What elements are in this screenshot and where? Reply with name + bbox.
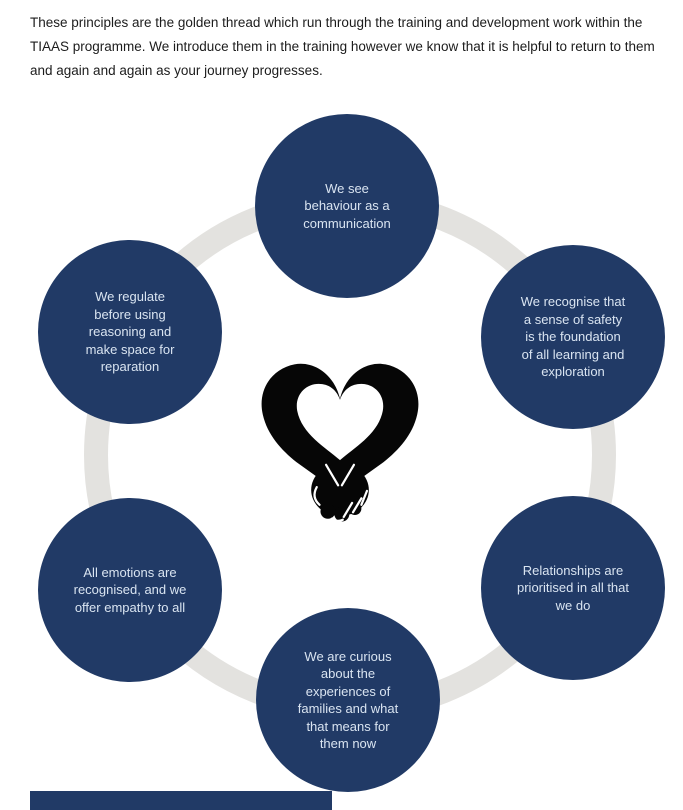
principle-label: We see behaviour as a communication: [303, 180, 391, 231]
heart-holding-hands-icon: [247, 340, 433, 532]
cropped-footer-bar: [30, 791, 332, 810]
principles-cycle-diagram: We see behaviour as a communication We r…: [0, 90, 683, 792]
principle-label: We recognise that a sense of safety is t…: [520, 294, 626, 380]
intro-paragraph: These principles are the golden thread w…: [30, 15, 655, 78]
principle-label: We are curious about the experiences of …: [297, 648, 399, 752]
principle-label: We regulate before using reasoning and m…: [85, 289, 175, 375]
principle-node-bottom-left: All emotions are recognised, and we offe…: [38, 498, 222, 682]
principle-node-top: We see behaviour as a communication: [255, 114, 439, 298]
principle-label: All emotions are recognised, and we offe…: [73, 564, 187, 615]
principle-node-top-left: We regulate before using reasoning and m…: [38, 240, 222, 424]
principle-node-top-right: We recognise that a sense of safety is t…: [481, 245, 665, 429]
principle-node-bottom: We are curious about the experiences of …: [256, 608, 440, 792]
principle-node-bottom-right: Relationships are prioritised in all tha…: [481, 496, 665, 680]
principle-label: Relationships are prioritised in all tha…: [517, 562, 629, 613]
